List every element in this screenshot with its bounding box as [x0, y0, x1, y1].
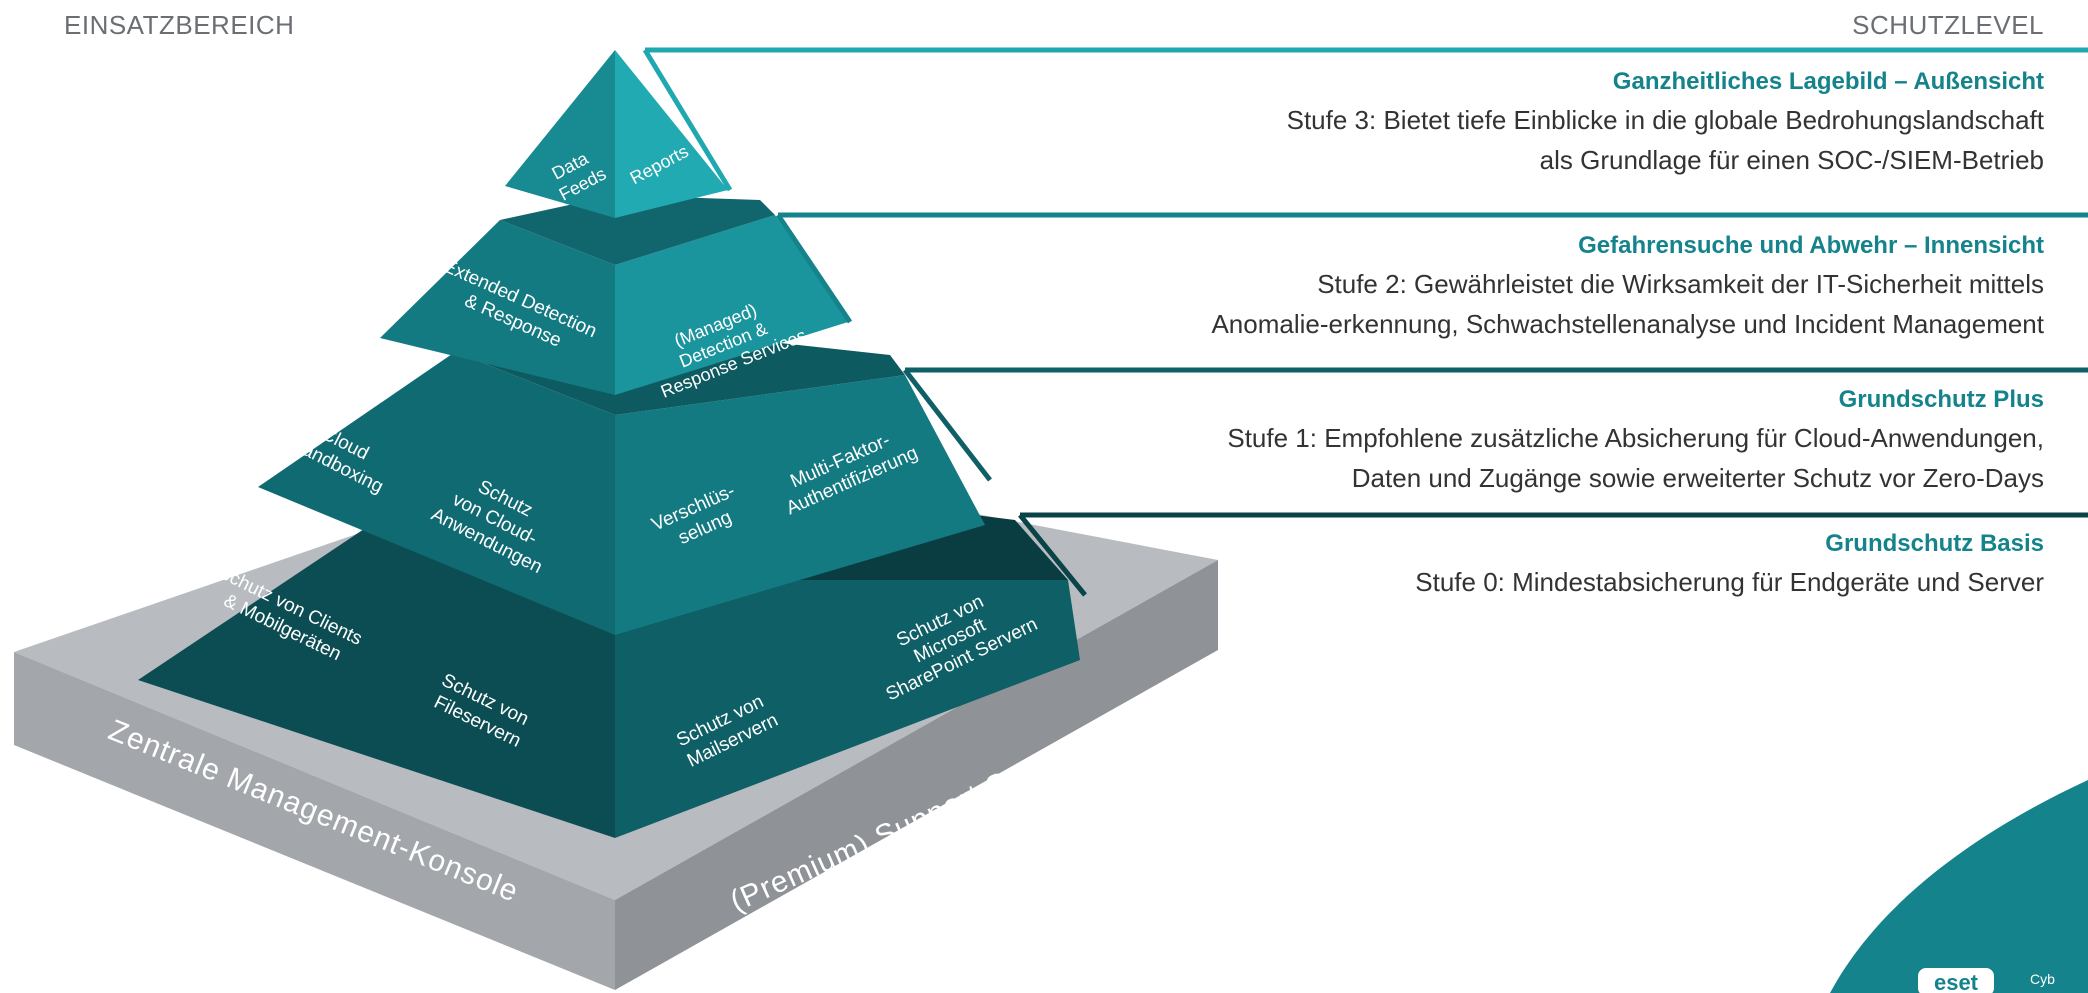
level-stufe2-line1: Stufe 2: Gewährleistet die Wirksamkeit d… [1317, 269, 2044, 299]
level2-right-face [615, 215, 848, 395]
connector-line-stufe0-diag [1018, 513, 1087, 597]
base-platform-left [14, 652, 615, 990]
level-stufe0-block: Grundschutz Basis Stufe 0: Mindestabsich… [1415, 526, 2044, 602]
einsatzbereich-header: EINSATZBEREICH [64, 10, 295, 40]
label-schutz-von-cloud-anwendungen: Schutz von Cloud- Anwendungen [428, 463, 567, 578]
level-stufe1-line2: Daten und Zugänge sowie erweiterter Schu… [1351, 463, 2044, 493]
level-stufe1-block: Grundschutz Plus Stufe 1: Empfohlene zus… [1227, 382, 2044, 498]
level-stufe3-title: Ganzheitliches Lagebild – Außensicht [1612, 68, 2044, 95]
level-stufe3-line2: als Grundlage für einen SOC-/SIEM-Betrie… [1539, 145, 2044, 175]
top-left-face [505, 50, 615, 218]
level-stufe2-title: Gefahrensuche und Abwehr – Innensicht [1578, 232, 2044, 259]
base-platform-right [615, 560, 1218, 990]
level-stufe3-block: Ganzheitliches Lagebild – Außensicht Stu… [1287, 64, 2044, 180]
level-stufe0-line1: Stufe 0: Mindestabsicherung für Endgerät… [1415, 567, 2044, 597]
level-stufe2-block: Gefahrensuche und Abwehr – Innensicht St… [1211, 228, 2044, 344]
level-stufe3-line1: Stufe 3: Bietet tiefe Einblicke in die g… [1286, 105, 2044, 135]
connector-line-stufe2-diag [775, 213, 853, 324]
level2-left-face [380, 220, 615, 395]
level-stufe0-title: Grundschutz Basis [1825, 530, 2044, 557]
level0-left-face [138, 505, 615, 838]
level0-right-face [615, 580, 1080, 838]
eset-logo-text: eset [1934, 970, 1979, 993]
level1-right-face [615, 375, 985, 635]
eset-logo [1918, 968, 1994, 993]
level2-top-ledge [500, 195, 775, 265]
schutzlevel-header: SCHUTZLEVEL [1852, 10, 2044, 40]
connector-line-stufe1-diag [903, 368, 992, 482]
level-stufe1-line1: Stufe 1: Empfohlene zusätzliche Absicher… [1227, 423, 2044, 453]
level-stufe1-title: Grundschutz Plus [1838, 386, 2044, 413]
level1-left-face [258, 352, 615, 635]
connector-line-stufe3-diag [642, 48, 733, 192]
top-right-face [615, 50, 728, 218]
level-stufe2-line2: Anomalie-erkennung, Schwachstellenanalys… [1211, 309, 2044, 339]
brand-corner-shape [1830, 780, 2088, 993]
eset-tagline: Cyb [2030, 971, 2055, 987]
